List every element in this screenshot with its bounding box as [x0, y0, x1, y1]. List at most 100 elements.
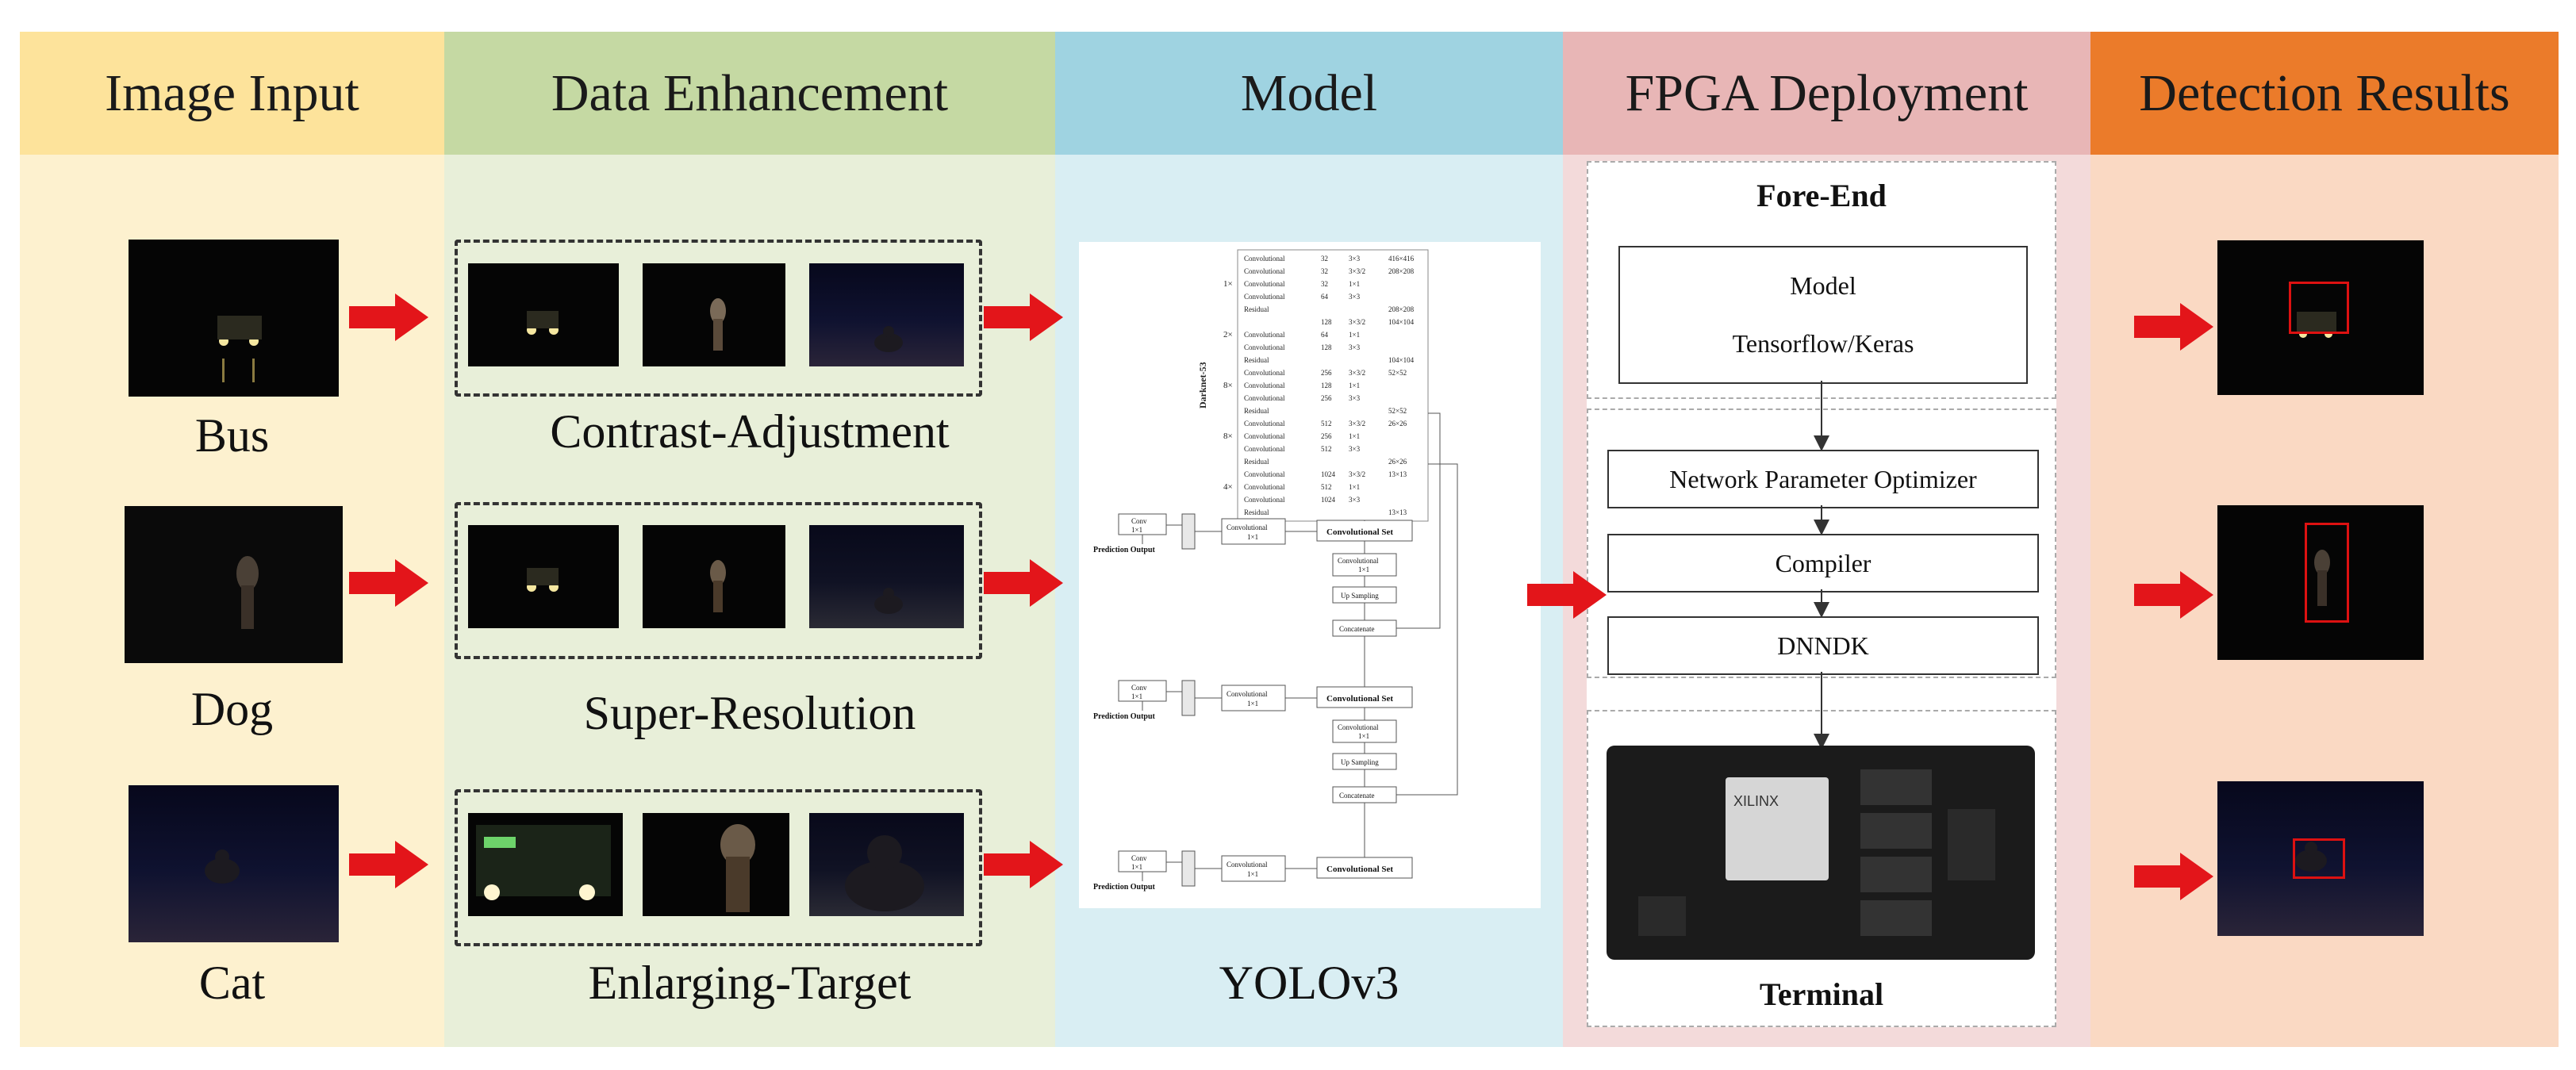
conv-set-label: Convolutional Set	[1326, 527, 1393, 537]
darknet-filters: 128	[1321, 343, 1332, 351]
column-header-image-input: Image Input	[20, 32, 444, 155]
darknet-layer-type: Convolutional	[1244, 470, 1285, 478]
conv1x1-label: Convolutional	[1227, 523, 1268, 531]
red-flow-arrow	[1527, 571, 1607, 619]
darknet-size: 3×3/2	[1349, 318, 1365, 326]
red-flow-arrow	[349, 559, 428, 607]
column-data-enhancement: Data Enhancement Contrast-Adjustment Sup…	[444, 32, 1055, 1047]
red-flow-arrow	[349, 841, 428, 888]
dog-image	[125, 506, 343, 663]
darknet-output: 416×416	[1388, 255, 1415, 263]
input-label-cat: Cat	[198, 957, 266, 1009]
darknet-output: 208×208	[1388, 305, 1415, 313]
darknet-layer-type: Convolutional	[1244, 255, 1285, 263]
conv-size: 1×1	[1131, 863, 1142, 871]
enhance-label-super-resolution: Super-Resolution	[583, 687, 916, 739]
enhance-label-enlarging: Enlarging-Target	[588, 957, 912, 1009]
cat-image	[129, 785, 339, 942]
component	[1948, 809, 1995, 880]
conv1x1-size: 1×1	[1358, 732, 1369, 740]
enlarge-bus-image	[468, 813, 623, 916]
column-body: Bus Dog Cat	[20, 155, 444, 1047]
conv1x1-label: Convolutional	[1338, 557, 1379, 565]
column-body: Fore-End Model Tensorflow/Keras Network …	[1563, 155, 2090, 1047]
conv1x1-size: 1×1	[1247, 870, 1258, 878]
model-box-title: Model	[1790, 271, 1856, 300]
red-flow-arrow	[2134, 853, 2213, 900]
conv-size: 1×1	[1131, 692, 1142, 700]
concatenate-label: Concatenate	[1339, 625, 1374, 633]
contrast-bus-image	[468, 263, 619, 366]
bus-image	[129, 240, 339, 397]
super-resolution-group	[455, 502, 982, 659]
conv-box	[1118, 513, 1167, 535]
darknet-size: 3×3/2	[1349, 420, 1365, 428]
conv-label: Conv	[1131, 854, 1147, 862]
darknet-layer-type: Convolutional	[1244, 394, 1285, 402]
darknet-layer-type: Residual	[1244, 305, 1269, 313]
darknet-filters: 1024	[1321, 496, 1336, 504]
darknet-filters: 128	[1321, 318, 1332, 326]
terminal-title: Terminal	[1759, 976, 1884, 1012]
chip-brand: XILINX	[1733, 793, 1779, 809]
darknet-filters: 32	[1321, 280, 1328, 288]
darknet-output: 104×104	[1388, 356, 1415, 364]
enhance-label-contrast: Contrast-Adjustment	[550, 405, 950, 458]
column-body: Contrast-Adjustment Super-Resolution Enl…	[444, 155, 1055, 1047]
darknet-size: 3×3/2	[1349, 470, 1365, 478]
conv-box	[1118, 850, 1167, 872]
darknet-filters: 32	[1321, 267, 1328, 275]
darknet-layer-type: Residual	[1244, 508, 1269, 516]
darknet-layer-type: Residual	[1244, 407, 1269, 415]
darknet-filters: 512	[1321, 483, 1332, 491]
darknet-vertical-label: Darknet-53	[1197, 362, 1208, 408]
column-header-model: Model	[1055, 32, 1563, 155]
prediction-output-label: Prediction Output	[1093, 712, 1156, 721]
fpga-board: XILINX	[1607, 746, 2035, 960]
result-cat-image	[2217, 781, 2424, 936]
column-header-detection-results: Detection Results	[2090, 32, 2559, 155]
contrast-group	[455, 240, 982, 397]
skip-connection	[1396, 463, 1458, 796]
darknet-repeat: 8×	[1223, 381, 1233, 390]
darknet-filters: 512	[1321, 420, 1332, 428]
darknet-size: 3×3/2	[1349, 369, 1365, 377]
red-flow-arrow	[984, 293, 1063, 341]
column-fpga-deployment: FPGA Deployment Fore-End Model Tensorflo…	[1563, 32, 2090, 1047]
darknet-layer-type: Convolutional	[1244, 293, 1285, 301]
darknet-size: 1×1	[1349, 331, 1360, 339]
compiler-box: Compiler	[1607, 534, 2039, 593]
prediction-output-label: Prediction Output	[1093, 883, 1156, 892]
darknet-filters: 512	[1321, 445, 1332, 453]
enlarging-group	[455, 789, 982, 946]
darknet-output: 52×52	[1388, 369, 1407, 377]
darknet-layer-type: Convolutional	[1244, 369, 1285, 377]
component	[1638, 896, 1686, 936]
darknet-size: 1×1	[1349, 382, 1360, 389]
sr-cat-image	[809, 525, 964, 628]
enlarge-dog-image	[643, 813, 789, 916]
column-header-fpga: FPGA Deployment	[1563, 32, 2090, 155]
darknet-repeat: 1×	[1223, 279, 1233, 289]
conv-set-box	[1316, 857, 1413, 879]
conv1x1-box	[1332, 719, 1397, 743]
optimizer-box: Network Parameter Optimizer	[1607, 450, 2039, 508]
darknet-filters: 128	[1321, 382, 1332, 389]
darknet-layer-type: Convolutional	[1244, 445, 1285, 453]
red-flow-arrow	[2134, 571, 2213, 619]
model-box-framework: Tensorflow/Keras	[1732, 329, 1914, 358]
darknet-size: 3×3	[1349, 496, 1361, 504]
sr-bus-image	[468, 525, 619, 628]
conv-set-box	[1316, 686, 1413, 708]
fpga-chip: XILINX	[1726, 777, 1829, 880]
conv1x1-size: 1×1	[1247, 533, 1258, 541]
conv1x1-box	[1221, 685, 1286, 711]
darknet-filters: 256	[1321, 394, 1332, 402]
darknet-layer-type: Convolutional	[1244, 432, 1285, 440]
skip-connection	[1396, 412, 1441, 629]
conv1x1-label: Convolutional	[1227, 861, 1268, 869]
upsampling-label: Up Sampling	[1341, 758, 1379, 766]
darknet-layer-type: Convolutional	[1244, 382, 1285, 389]
darknet-filters: 256	[1321, 432, 1332, 440]
